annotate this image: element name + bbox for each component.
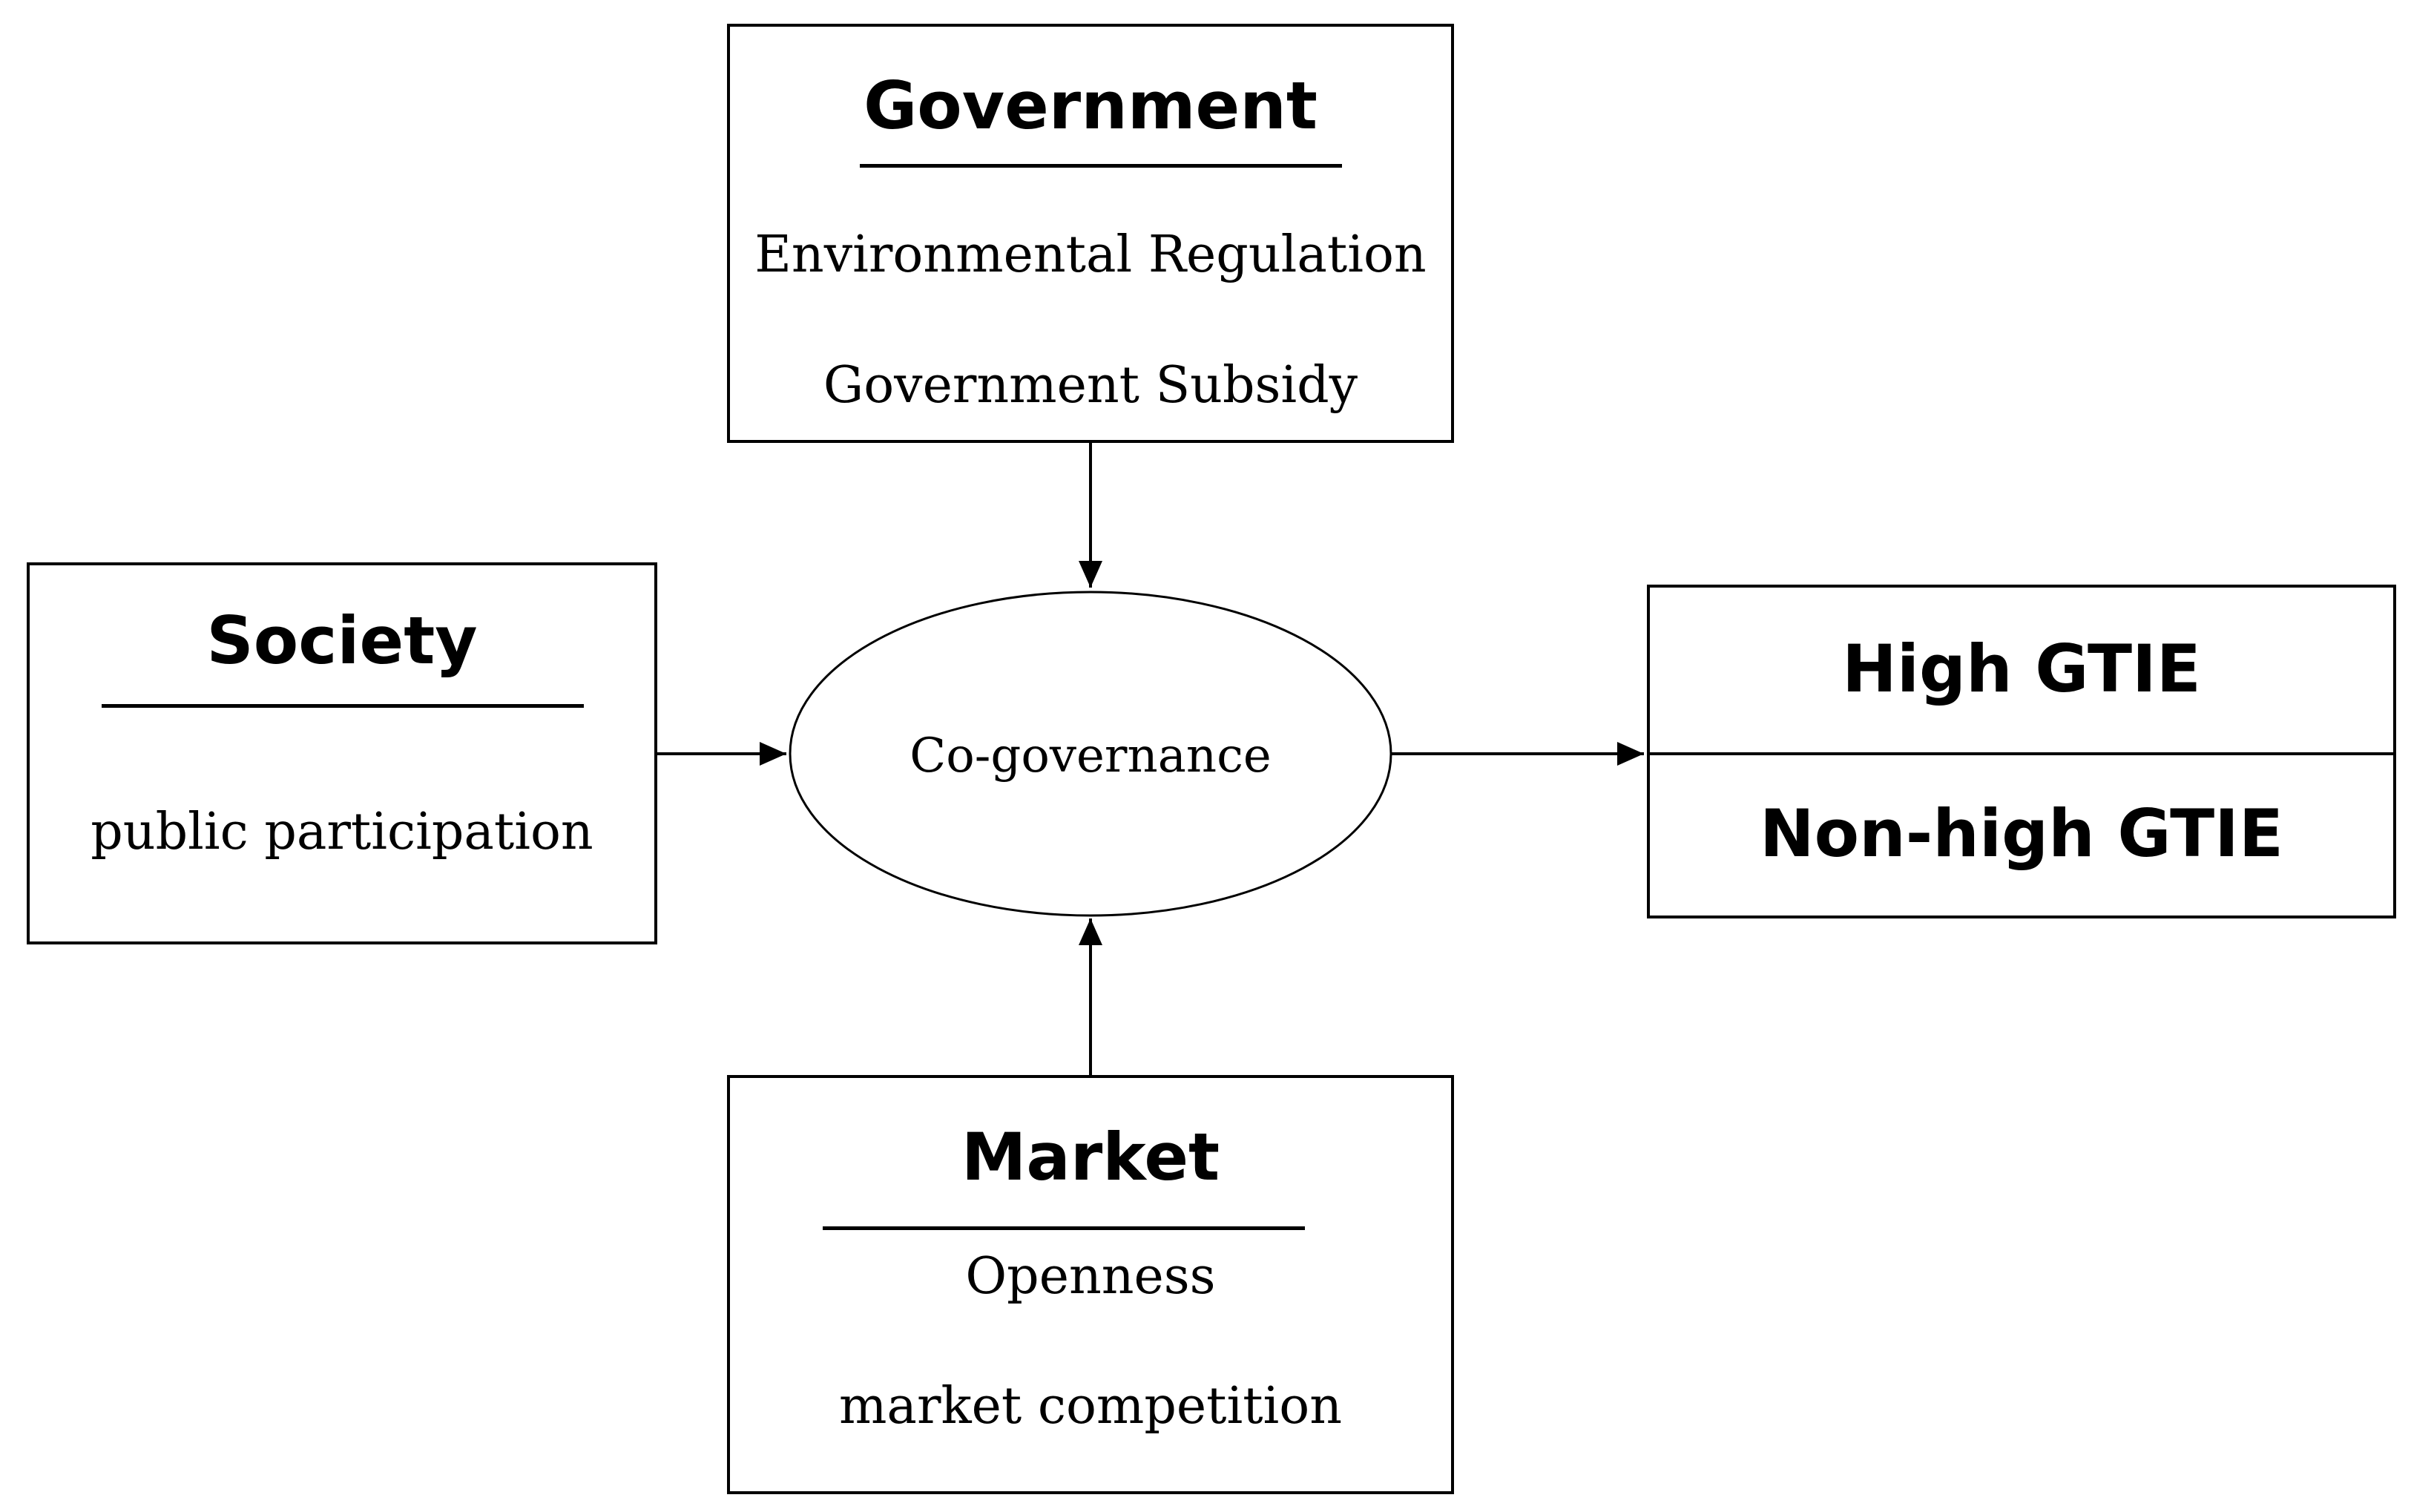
co-governance-label: Co-governance (910, 729, 1272, 783)
government-box: Government Environmental Regulation Gove… (727, 24, 1454, 443)
market-box: Market Openness market competition (727, 1075, 1454, 1494)
government-item-government-subsidy: Government Subsidy (823, 356, 1358, 415)
government-item-environmental-regulation: Environmental Regulation (754, 226, 1427, 284)
society-box: Society public participation (27, 562, 657, 944)
government-title: Government (864, 68, 1318, 144)
outcome-box: High GTIE Non-high GTIE (1647, 585, 2396, 918)
society-title-underline (102, 704, 584, 708)
market-title: Market (961, 1119, 1220, 1195)
outcome-divider (1650, 752, 2393, 755)
market-title-underline (823, 1226, 1305, 1230)
society-item-public-participation: public participation (91, 803, 593, 861)
society-title: Society (206, 602, 478, 679)
outcome-high-gtie: High GTIE (1842, 631, 2201, 707)
market-item-openness: Openness (965, 1247, 1216, 1306)
government-title-underline (860, 164, 1342, 168)
market-item-market-competition: market competition (838, 1377, 1343, 1436)
outcome-non-high-gtie: Non-high GTIE (1760, 795, 2283, 872)
